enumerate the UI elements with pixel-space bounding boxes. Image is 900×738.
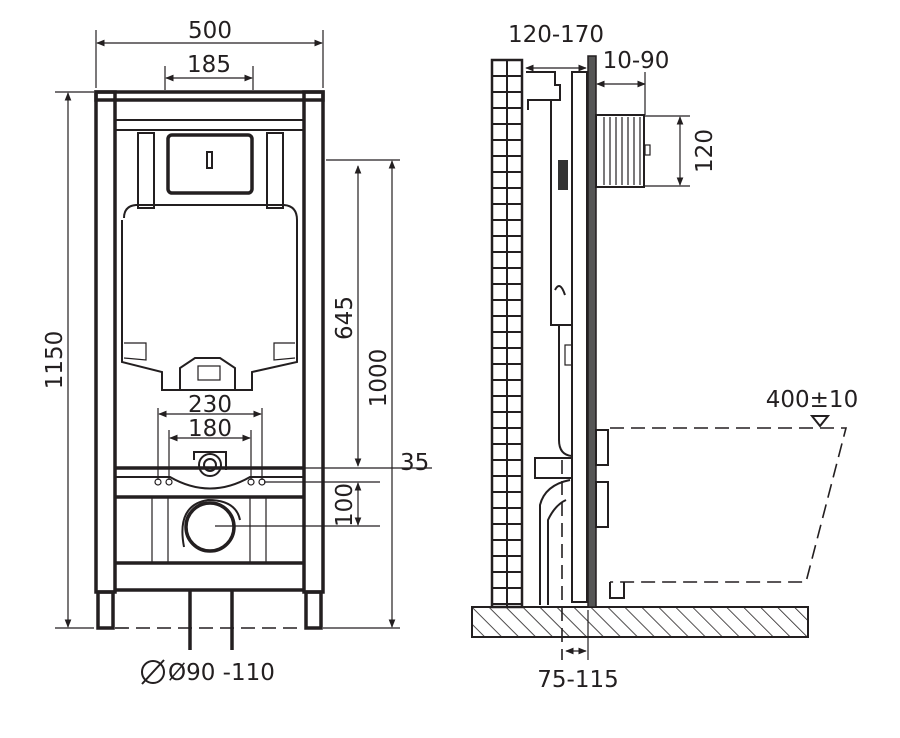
- dim-35: 35: [400, 450, 429, 476]
- dim-height-1000: 1000: [366, 349, 392, 408]
- dim-wall-depth: 120-170: [508, 22, 604, 48]
- dim-plate-offset: 10-90: [603, 48, 670, 74]
- dim-plate-height: 120: [692, 129, 718, 173]
- dim-height-645: 645: [332, 296, 358, 340]
- dim-drain-diameter: Ø90 -110: [168, 660, 275, 686]
- dim-width-total: 500: [188, 18, 232, 44]
- front-view-frame: [94, 90, 325, 650]
- dim-bolt-230: 230: [188, 392, 232, 418]
- dim-100: 100: [332, 483, 358, 527]
- flush-plate-ribs: [603, 117, 641, 185]
- dim-width-plate: 185: [187, 52, 231, 78]
- side-view-dimensions: [525, 64, 690, 655]
- dim-drain-offset: 75-115: [537, 667, 618, 693]
- side-view: [471, 55, 848, 660]
- dim-bolt-180: 180: [188, 416, 232, 442]
- dim-seat-height: 400±10: [766, 387, 858, 413]
- dim-height-total: 1150: [42, 331, 68, 390]
- front-view-dimensions: [55, 30, 432, 685]
